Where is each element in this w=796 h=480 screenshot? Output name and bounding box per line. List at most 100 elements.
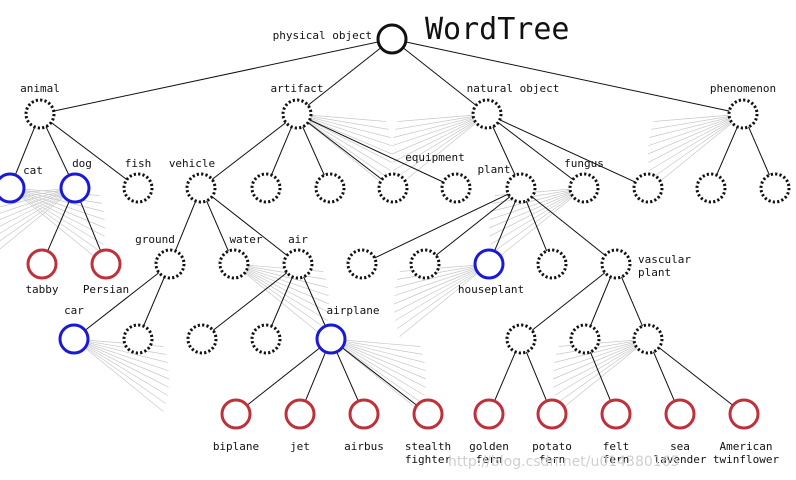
faint-edge — [393, 113, 488, 171]
node-label-animal: animal — [20, 82, 60, 95]
faint-edge — [330, 338, 426, 372]
edge-vasc-c-to-american-twinflower — [647, 338, 745, 415]
faint-edge — [73, 338, 168, 396]
edge-physical-object-to-artifact — [296, 38, 393, 115]
faint-edge — [649, 113, 744, 171]
dotted-circle — [24, 98, 56, 130]
faint-edge — [9, 187, 100, 261]
faint-edge — [330, 338, 427, 380]
faint-edge — [0, 187, 76, 242]
faint-edge — [490, 187, 585, 212]
faint-edge — [330, 338, 423, 355]
faint-edge — [9, 187, 105, 221]
leaf-circle — [664, 398, 696, 430]
leaf-circle — [348, 398, 380, 430]
node-label-equipment: equipment — [405, 151, 465, 164]
dotted-circle — [727, 98, 759, 130]
faint-edge — [73, 338, 166, 355]
faint-edge — [553, 338, 649, 372]
faint-edge — [554, 338, 649, 363]
node-label-fungus: fungus — [564, 157, 604, 170]
faint-edge — [494, 187, 585, 261]
faint-edge — [296, 113, 390, 179]
faint-edge — [233, 263, 328, 321]
faint-edge — [233, 263, 326, 280]
faint-edge — [9, 187, 103, 253]
dotted-circle — [600, 248, 632, 280]
faint-edge — [0, 187, 76, 250]
dotted-circle — [186, 323, 218, 355]
faint-edge — [395, 263, 490, 288]
label-line: golden — [469, 440, 509, 453]
faint-edge — [650, 113, 744, 179]
highlight-circle — [0, 172, 26, 204]
dotted-circle — [695, 172, 727, 204]
dotted-circle — [281, 98, 313, 130]
node-air: air — [282, 233, 314, 280]
leaf-circle — [600, 398, 632, 430]
edge-airplane-to-biplane — [235, 338, 332, 415]
edge-ground-to-car — [73, 263, 171, 340]
edge-plant-to-plant-b — [424, 187, 522, 265]
dotted-circle — [568, 172, 600, 204]
faint-edge — [492, 187, 585, 204]
dotted-circle — [759, 172, 791, 204]
label-line: fern — [603, 453, 630, 466]
node-artifact: artifact — [271, 82, 323, 130]
faint-edge — [73, 338, 169, 372]
dotted-circle — [536, 248, 568, 280]
node-vehicle: vehicle — [169, 157, 217, 204]
edge-physical-object-to-natural-object — [391, 38, 488, 115]
leaf-circle — [536, 398, 568, 430]
label-line: fern — [539, 453, 566, 466]
dotted-circle — [250, 323, 282, 355]
node-label-vehicle: vehicle — [169, 157, 215, 170]
node-label-water: water — [229, 233, 262, 246]
node-label-air: air — [288, 233, 308, 246]
faint-edge — [296, 113, 391, 171]
dotted-circle — [250, 172, 282, 204]
dotted-circle — [218, 248, 250, 280]
faint-edge — [399, 263, 490, 337]
node-biplane: biplane — [213, 398, 259, 453]
faint-edge — [489, 187, 585, 237]
root-circle — [376, 23, 408, 55]
edge-artifact-to-vehicle — [200, 113, 298, 189]
faint-edge — [554, 338, 649, 396]
faint-edge — [233, 263, 327, 329]
edge-natural-object-to-nat-c — [486, 113, 649, 189]
faint-edge — [392, 113, 488, 147]
label-line: stealth — [405, 440, 451, 453]
faint-edge — [393, 113, 488, 138]
label-line: fighter — [405, 453, 452, 466]
node-jet: jet — [284, 398, 316, 453]
node-persian: Persian — [83, 248, 129, 296]
label-line: lavender — [654, 453, 707, 466]
faint-edge — [0, 187, 76, 234]
faint-edge — [394, 263, 490, 313]
node-label-fish: fish — [125, 157, 152, 170]
faint-edge — [555, 338, 649, 404]
node-plant-d — [536, 248, 568, 280]
dotted-circle — [122, 172, 154, 204]
node-dog: dog — [59, 157, 92, 204]
node-physical-object: physical object — [273, 23, 408, 55]
dotted-circle — [632, 323, 664, 355]
leaf-circle — [284, 398, 316, 430]
node-phenomenon: phenomenon — [710, 82, 776, 130]
node-air-a — [186, 323, 218, 355]
leaf-circle — [412, 398, 444, 430]
faint-edge — [0, 187, 76, 208]
node-ground-b — [122, 323, 154, 355]
label-line: American — [720, 440, 773, 453]
dotted-circle — [632, 172, 664, 204]
leaf-circle — [26, 248, 58, 280]
node-label-tabby: tabby — [25, 283, 58, 296]
dotted-circle — [377, 172, 409, 204]
